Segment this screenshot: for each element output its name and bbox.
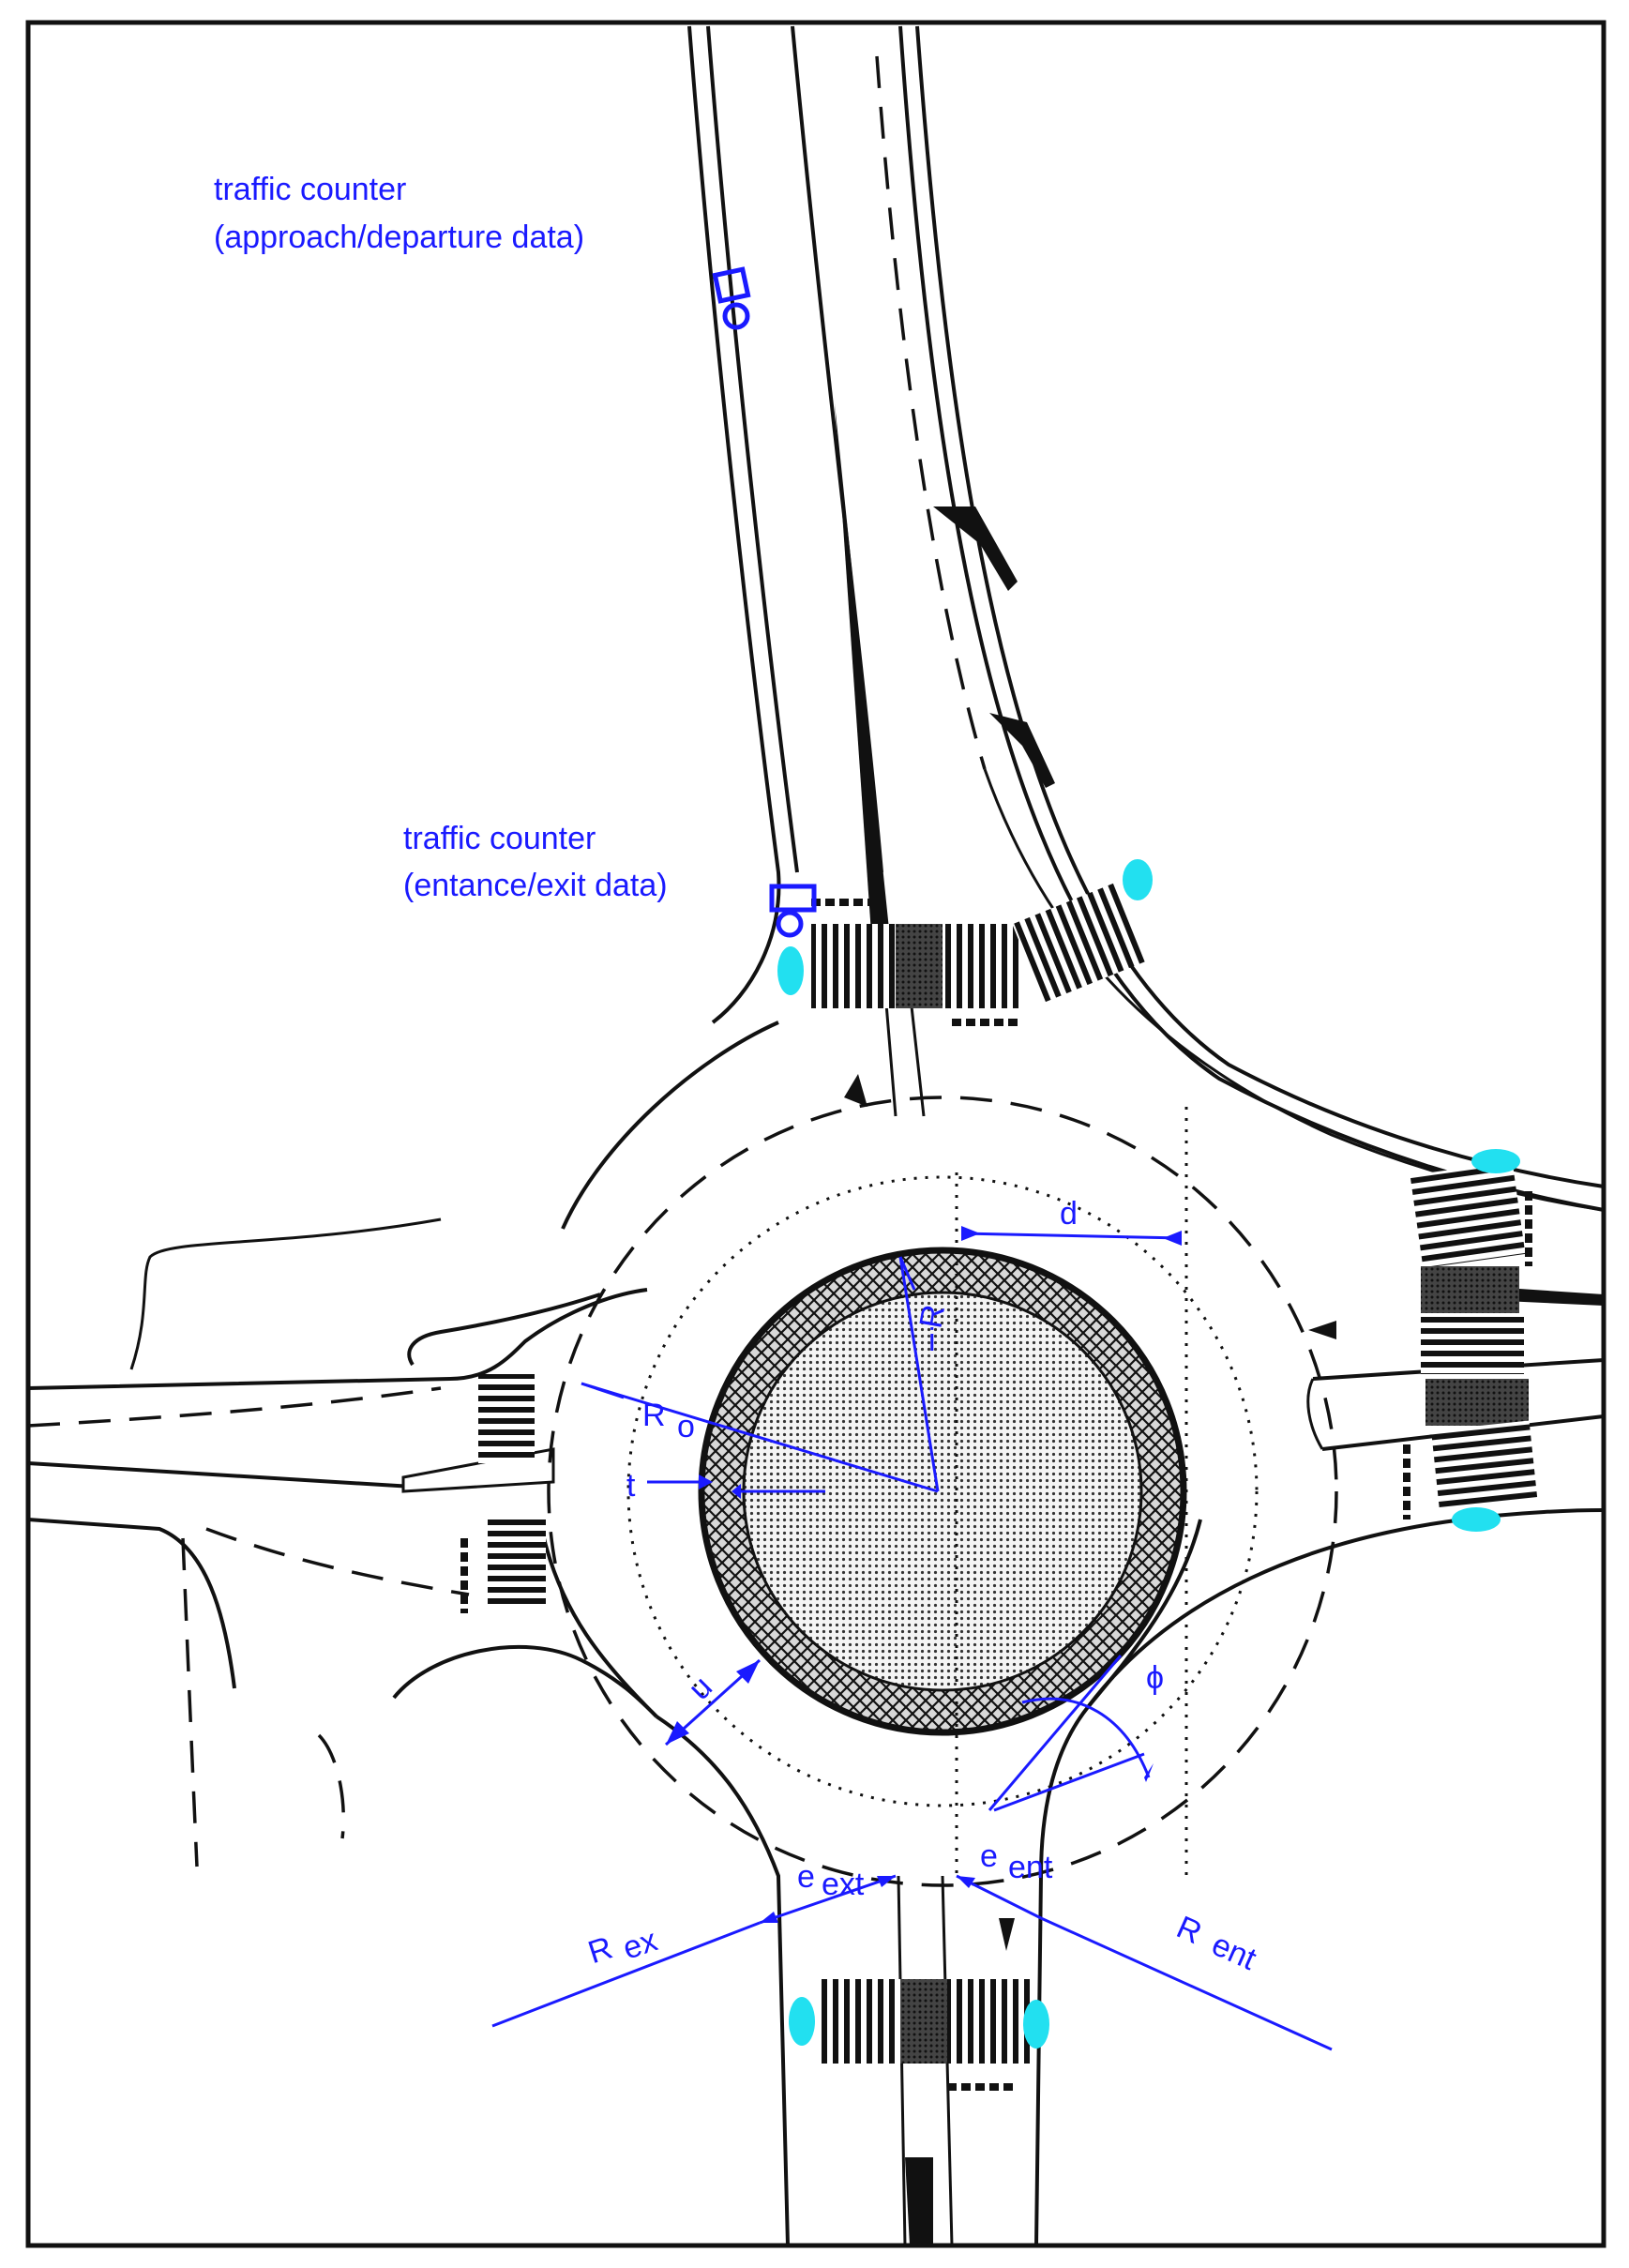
west-crossing: [460, 1374, 546, 1613]
symbol-rex: R: [584, 1930, 617, 1972]
symbol-ro-sub: o: [677, 1409, 695, 1444]
traffic-counter-top-symbol: [712, 266, 751, 330]
east-crossing: [1403, 1160, 1538, 1520]
symbol-eent: e: [980, 1838, 998, 1874]
south-crossing: [816, 1979, 1032, 2091]
traffic-counter-top-label-2: (approach/departure data): [214, 219, 584, 255]
pedestrian-markers: [777, 859, 1520, 2049]
symbol-t: t: [626, 1468, 636, 1504]
traffic-counter-mid-label-1: traffic counter: [403, 821, 596, 856]
west-approach: [27, 1217, 658, 1867]
south-approach: [655, 1705, 1090, 2246]
traffic-counter-mid-symbol: [769, 884, 817, 938]
symbol-ro: R: [642, 1398, 666, 1433]
symbol-eext-sub: ext: [822, 1867, 865, 1902]
traffic-counter-mid-label-2: (entance/exit data): [403, 868, 668, 903]
symbol-eext: e: [797, 1859, 815, 1895]
traffic-counter-top-label-1: traffic counter: [214, 172, 406, 207]
symbol-ri-sub: i: [928, 1323, 936, 1358]
north-crossing: [811, 882, 1149, 1026]
lane-circle: [626, 1175, 1259, 1807]
symbol-d: d: [1060, 1196, 1078, 1232]
frame: [25, 20, 1606, 2248]
symbol-rex-sub: ex: [619, 1923, 662, 1967]
inscribed-circle: [547, 1096, 1338, 1887]
symbol-eent-sub: ent: [1008, 1850, 1053, 1885]
symbol-rent: R: [1171, 1910, 1207, 1952]
symbol-phi: ϕ: [1146, 1660, 1164, 1696]
symbol-rent-sub: ent: [1206, 1927, 1261, 1977]
dimension-lines: [491, 1226, 1333, 2051]
north-approach: [687, 25, 1605, 1212]
